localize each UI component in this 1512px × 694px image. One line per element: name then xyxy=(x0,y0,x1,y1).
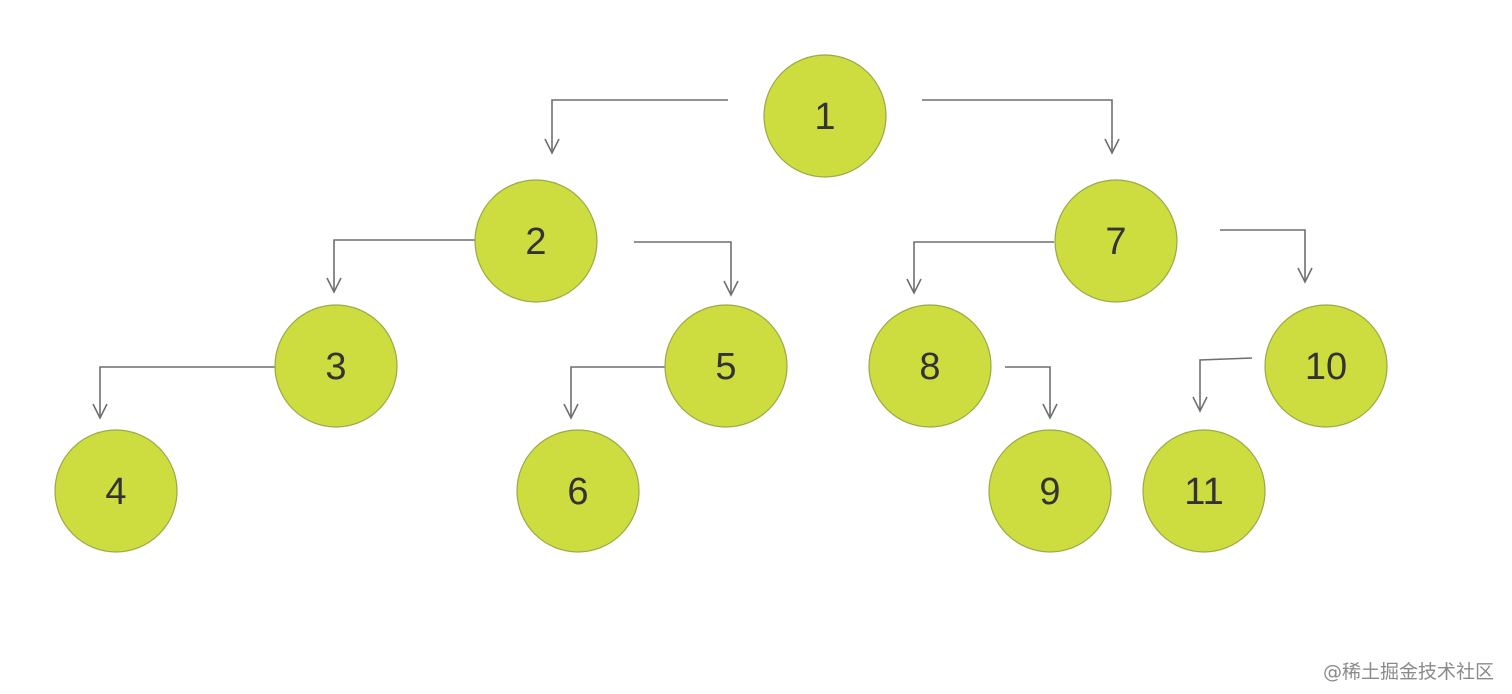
edge-n7-n8 xyxy=(906,241,1054,295)
node-circle xyxy=(868,304,992,428)
arrowhead-icon xyxy=(1297,267,1313,284)
edge-line xyxy=(1005,366,1051,418)
node-6: 6 xyxy=(516,429,640,553)
node-8: 8 xyxy=(868,304,992,428)
edge-n7-n10 xyxy=(1220,229,1313,284)
edge-n1-n2 xyxy=(544,99,728,155)
node-label: 4 xyxy=(105,471,126,513)
edge-n8-n9 xyxy=(1005,366,1058,420)
node-label: 9 xyxy=(1039,471,1060,513)
node-label: 2 xyxy=(525,221,546,263)
edge-n1-n7 xyxy=(922,99,1120,155)
edge-n5-n6 xyxy=(563,366,670,420)
edge-line xyxy=(913,241,1054,293)
watermark-text: @稀土掘金技术社区 xyxy=(1322,661,1494,683)
node-9: 9 xyxy=(988,429,1112,553)
arrowhead-icon xyxy=(723,280,739,297)
node-7: 7 xyxy=(1054,179,1178,303)
nodes-layer: 1 2 3 4 5 6 7 8 9 10 11 xyxy=(54,54,1388,553)
edge-line xyxy=(99,366,276,418)
node-label: 10 xyxy=(1305,346,1347,388)
node-3: 3 xyxy=(274,304,398,428)
edge-line xyxy=(570,366,670,418)
node-label: 11 xyxy=(1184,471,1223,513)
arrowhead-icon xyxy=(92,403,108,420)
edge-n3-n4 xyxy=(92,366,276,420)
edges-layer xyxy=(92,99,1313,420)
arrowhead-icon xyxy=(906,278,922,295)
node-circle xyxy=(1054,179,1178,303)
edge-line xyxy=(634,241,732,295)
node-4: 4 xyxy=(54,429,178,553)
node-label: 8 xyxy=(919,346,940,388)
node-circle xyxy=(763,54,887,178)
node-circle xyxy=(1264,304,1388,428)
edge-n2-n5 xyxy=(634,241,739,297)
node-5: 5 xyxy=(664,304,788,428)
edge-line xyxy=(333,239,476,292)
edge-line xyxy=(922,99,1113,153)
node-circle xyxy=(516,429,640,553)
node-10: 10 xyxy=(1264,304,1388,428)
node-11: 11 xyxy=(1142,429,1266,553)
edge-line xyxy=(551,99,728,153)
node-circle xyxy=(274,304,398,428)
node-label: 5 xyxy=(715,346,736,388)
node-label: 1 xyxy=(814,96,835,138)
node-circle xyxy=(474,179,598,303)
node-circle xyxy=(988,429,1112,553)
node-2: 2 xyxy=(474,179,598,303)
arrowhead-icon xyxy=(1042,403,1058,420)
edge-line xyxy=(1220,229,1306,282)
node-circle xyxy=(54,429,178,553)
node-circle xyxy=(1142,429,1266,553)
node-circle xyxy=(664,304,788,428)
node-1: 1 xyxy=(763,54,887,178)
arrowhead-icon xyxy=(1192,396,1208,413)
node-label: 7 xyxy=(1105,221,1126,263)
edge-n10-n11 xyxy=(1192,357,1253,413)
node-label: 3 xyxy=(325,346,346,388)
edge-line xyxy=(1199,357,1253,411)
arrowhead-icon xyxy=(1104,138,1120,155)
arrowhead-icon xyxy=(326,277,342,294)
arrowhead-icon xyxy=(563,403,579,420)
edge-n2-n3 xyxy=(326,239,476,294)
arrowhead-icon xyxy=(544,138,560,155)
node-label: 6 xyxy=(567,471,588,513)
